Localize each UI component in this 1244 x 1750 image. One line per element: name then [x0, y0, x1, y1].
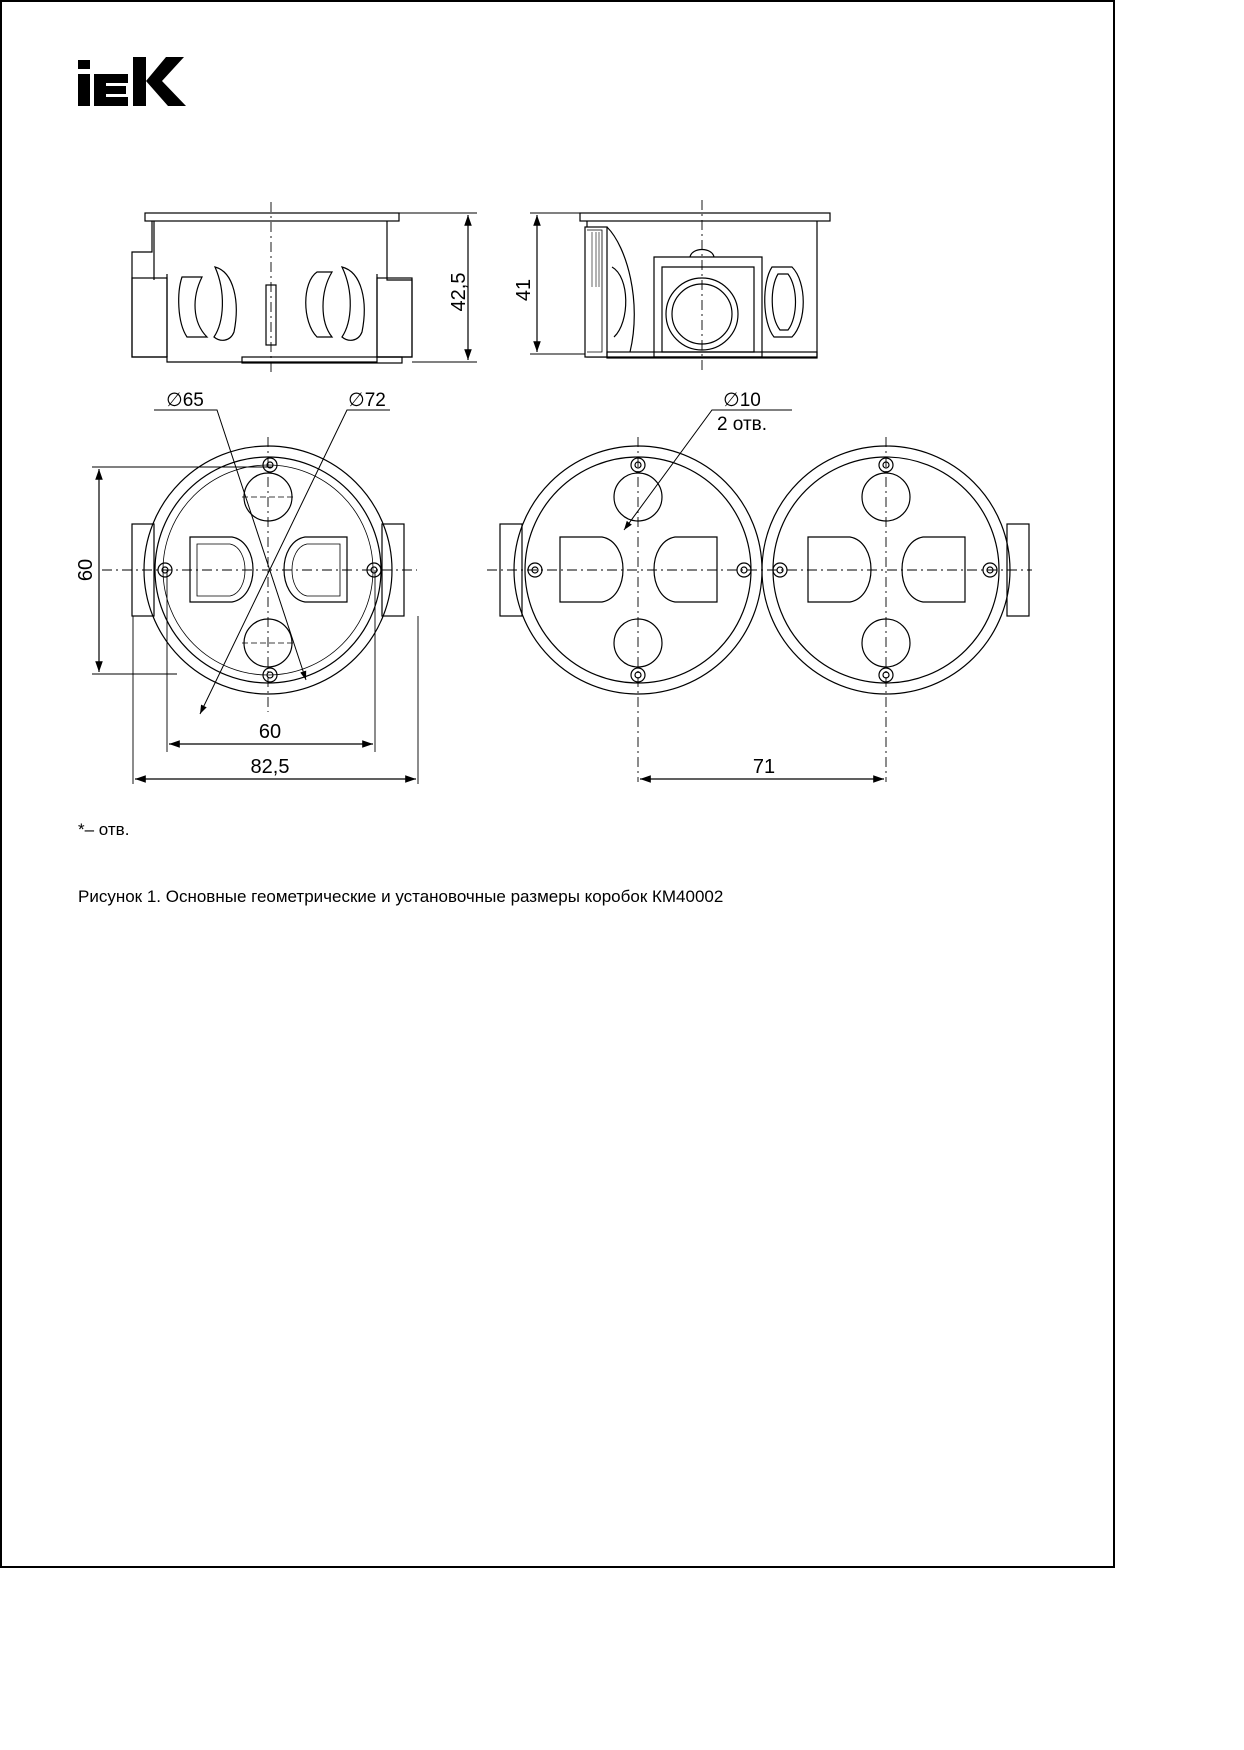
- dim-side-height: 42,5: [448, 273, 470, 312]
- dim-outer-width: 82,5: [251, 756, 290, 778]
- figure-caption: Рисунок 1. Основные геометрические и уст…: [78, 887, 724, 906]
- drawing-sheet: 42,5 41 ∅65 ∅72 ∅10 2 отв. 60 60 82,5 71…: [0, 0, 1115, 1568]
- dim-inner-diameter: ∅65: [166, 390, 204, 411]
- dim-outer-diameter: ∅72: [348, 390, 386, 411]
- dim-hole-count: 2 отв.: [717, 414, 767, 435]
- top-view-single: [92, 409, 419, 784]
- iek-logo: [78, 57, 186, 106]
- dim-side-height-2: 41: [513, 279, 535, 301]
- footnote: *– отв.: [78, 820, 130, 839]
- top-view-double: [487, 409, 1032, 783]
- dim-hole-diameter: ∅10: [723, 390, 761, 411]
- technical-drawing: 42,5 41 ∅65 ∅72 ∅10 2 отв. 60 60 82,5 71: [75, 200, 1032, 784]
- side-view-1: [131, 202, 477, 372]
- dim-height: 60: [75, 559, 97, 581]
- dim-pitch: 71: [753, 756, 775, 778]
- side-view-2: [530, 200, 831, 372]
- dim-inner-width: 60: [259, 721, 281, 743]
